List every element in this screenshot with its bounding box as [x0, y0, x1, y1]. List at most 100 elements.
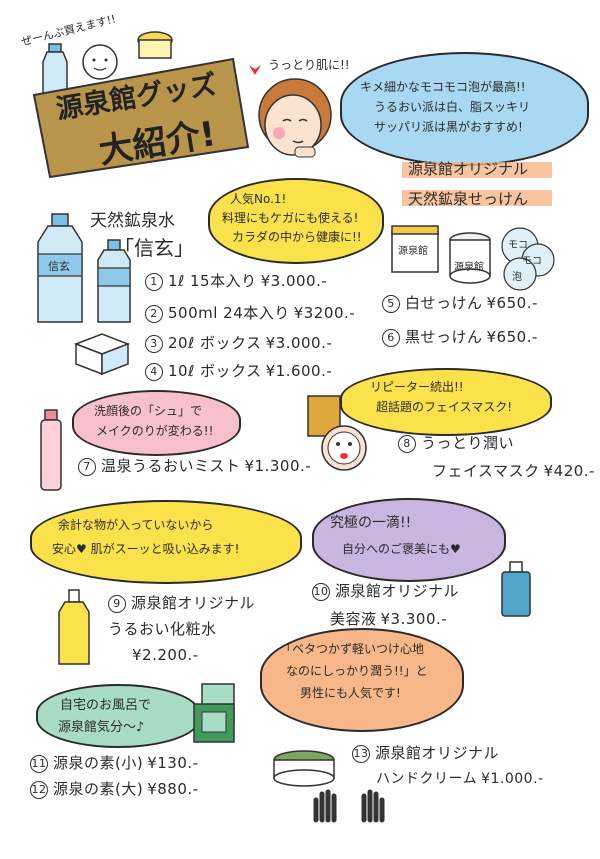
- item-13-number: 13: [352, 744, 370, 763]
- lotion-tip-line1: 余計な物が入っていないから: [58, 518, 214, 532]
- water-tip-line3: カラダの中から健康に!!: [232, 230, 362, 244]
- title-board: [32, 57, 250, 179]
- soap-products-illustration: [391, 225, 555, 291]
- item-13-line2: ハンドクリーム¥1.000.-: [376, 768, 544, 788]
- lotion-bottle-illustration: [58, 589, 90, 665]
- item-8-line1: 8 うっとり潤い: [398, 432, 514, 453]
- item-9-line3: ¥2.200.-: [132, 646, 199, 664]
- item-7-name: 温泉うるおいミスト: [101, 457, 241, 475]
- item-11-price: ¥130.-: [147, 754, 199, 772]
- water-tip-bubble: [208, 178, 384, 264]
- item-12-number: 12: [30, 780, 48, 799]
- item-2-name: 500ml 24本入り: [168, 304, 290, 322]
- cream-tip-line1: 「ベタつかず軽いつけ心地: [280, 642, 425, 656]
- item-8-line2: フェイスマスク¥420.-: [432, 460, 595, 481]
- lotion-tip-bubble: [30, 500, 302, 584]
- item-5-price: ¥650.-: [486, 294, 538, 312]
- item-9-price: ¥2.200.-: [132, 646, 199, 664]
- item-9-line1: 9 源泉館オリジナル: [108, 592, 255, 613]
- mist-tip-line1: 洗顔後の「シュ」で: [94, 404, 203, 418]
- item-5-number: 5: [382, 294, 400, 313]
- item-5-name: 白せっけん: [405, 294, 483, 312]
- item-1-number: 1: [145, 272, 163, 291]
- item-12-name: 源泉の素(大): [53, 780, 144, 798]
- jar-doodle-icon: [137, 31, 173, 59]
- mask-tip-line2: 超話題のフェイスマスク!: [376, 400, 513, 414]
- cream-tip-line2: なのにしっかり潤う!!」と: [286, 664, 428, 678]
- item-2-price: ¥3200.-: [293, 304, 356, 322]
- serum-tip-bubble: [312, 498, 506, 582]
- item-8-name-line1: うっとり潤い: [421, 434, 515, 452]
- girl-illustration: [249, 65, 332, 158]
- soap-box-label: 源泉館: [398, 246, 428, 257]
- water-box-illustration: [73, 333, 131, 376]
- heart-icon: [249, 65, 261, 75]
- item-2-number: 2: [145, 304, 163, 323]
- item-3: 3 20ℓ ボックス¥3.000.-: [145, 332, 332, 353]
- hands-illustration: [313, 789, 385, 823]
- soap-tip-line3: サッパリ派は黒がおすすめ!: [374, 120, 523, 134]
- item-11-name: 源泉の素(小): [53, 754, 144, 772]
- item-7-price: ¥1.300.-: [244, 457, 312, 475]
- item-2: 2 500ml 24本入り¥3200.-: [145, 302, 355, 323]
- mist-tip-bubble: [72, 390, 241, 456]
- item-3-name: 20ℓ ボックス: [168, 334, 262, 352]
- mist-tip-line2: メイクのりが変わる!!: [96, 424, 214, 438]
- foam-icon: [501, 227, 555, 291]
- soap-heading-highlight-1: [402, 162, 552, 178]
- bath-packets-illustration: [193, 683, 235, 743]
- item-4-number: 4: [145, 362, 163, 381]
- item-10-name-line2: 美容液: [330, 610, 377, 628]
- item-9-name-line1: 源泉館オリジナル: [131, 594, 256, 612]
- water-tip-line1: 人気No.1!: [230, 192, 287, 206]
- soap-tip-line2: うるおい派は白、脂スッキリ: [374, 100, 531, 114]
- item-10-price: ¥3.300.-: [380, 610, 448, 628]
- water-bottle-label: 信玄: [48, 260, 70, 273]
- item-11-number: 11: [30, 754, 48, 773]
- soap-tip-line1: キメ細かなモコモコ泡が最高!!: [360, 80, 526, 94]
- item-6-number: 6: [382, 328, 400, 347]
- face-bottle-doodle-icon: [82, 44, 118, 80]
- mask-illustration: [307, 395, 367, 471]
- item-8-number: 8: [398, 434, 416, 453]
- item-11: 11 源泉の素(小)¥130.-: [30, 752, 199, 773]
- foam-label-2: モコ: [522, 256, 542, 267]
- mask-tip-line1: リピーター続出!!: [370, 380, 464, 394]
- item-4-price: ¥1.600.-: [265, 362, 333, 380]
- item-1-price: ¥3.000.-: [260, 272, 328, 290]
- water-heading: 天然鉱泉水: [90, 211, 175, 231]
- item-7-number: 7: [78, 457, 96, 476]
- item-10-line2: 美容液¥3.300.-: [330, 608, 447, 629]
- bath-tip-bubble: [36, 684, 200, 748]
- item-10-name-line1: 源泉館オリジナル: [335, 582, 460, 600]
- water-bottles-illustration: [37, 213, 131, 323]
- item-8-price: ¥420.-: [543, 462, 595, 480]
- water-tip-line2: 料理にもケガにも使える!: [222, 211, 359, 225]
- item-13-name-line1: 源泉館オリジナル: [375, 744, 500, 762]
- item-3-price: ¥3.000.-: [265, 334, 333, 352]
- item-4-name: 10ℓ ボックス: [168, 362, 262, 380]
- item-8-name-line2: フェイスマスク: [432, 462, 540, 480]
- item-1-name: 1ℓ 15本入り: [168, 272, 257, 290]
- soap-jar-label: 源泉館: [454, 262, 484, 273]
- item-9-line2: うるおい化粧水: [108, 618, 217, 639]
- item-4: 4 10ℓ ボックス¥1.600.-: [145, 360, 332, 381]
- girl-caption: うっとり肌に!!: [268, 58, 350, 72]
- item-10-line1: 10 源泉館オリジナル: [312, 580, 459, 601]
- cream-jar-illustration: [273, 750, 335, 787]
- item-10-number: 10: [312, 582, 330, 601]
- cream-tip-bubble: [260, 628, 464, 732]
- item-13-line1: 13 源泉館オリジナル: [352, 742, 499, 763]
- item-13-price: ¥1.000.-: [481, 771, 544, 787]
- cream-tip-line3: 男性にも人気です!: [300, 686, 401, 700]
- bath-tip-line1: 自宅のお風呂で: [60, 698, 152, 713]
- item-13-name-line2: ハンドクリーム: [376, 771, 478, 787]
- soap-heading-line2: 天然鉱泉せっけん: [408, 190, 529, 208]
- soap-heading-line1: 源泉館オリジナル: [408, 160, 529, 178]
- foam-label-1: モコ: [508, 240, 528, 251]
- mist-bottle-illustration: [40, 409, 62, 491]
- item-9-number: 9: [108, 594, 126, 613]
- item-3-number: 3: [145, 334, 163, 353]
